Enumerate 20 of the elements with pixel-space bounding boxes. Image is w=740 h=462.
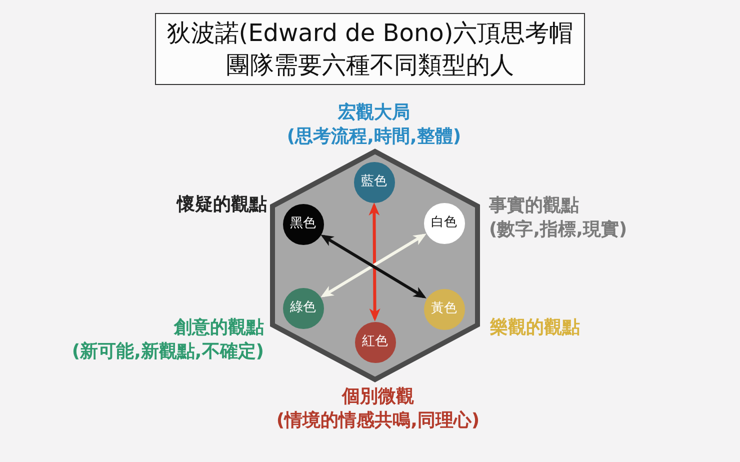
subtitle-text: 團隊需要六種不同類型的人 (226, 50, 514, 80)
double-arrow (368, 202, 380, 322)
hat-label: 黑色 (290, 216, 316, 232)
perspective-title: 事實的觀點 (489, 195, 579, 217)
hat-label: 白色 (431, 216, 457, 230)
perspective-title: 個別微觀 (342, 386, 414, 408)
hat-label: 藍色 (361, 174, 387, 190)
perspective-note: (新可能,新觀點,不確定) (72, 341, 264, 363)
perspective-title: 懷疑的觀點 (177, 194, 267, 216)
perspective-title: 宏觀大局 (338, 102, 410, 124)
hat-label: 黃色 (431, 302, 457, 316)
perspective-note: (數字,指標,現實) (489, 219, 628, 241)
perspective-title: 創意的觀點 (174, 317, 264, 339)
perspective-title: 樂觀的觀點 (490, 317, 580, 339)
hat-label: 綠色 (290, 300, 316, 316)
perspective-note: (情境的情感共鳴,同理心) (276, 410, 480, 432)
title-text: 狄波諾(Edward de Bono)六頂思考帽 (166, 18, 574, 48)
perspective-note: (思考流程,時間,整體) (286, 126, 462, 148)
hat-label: 紅色 (362, 334, 388, 350)
hexagon-frame (270, 149, 480, 382)
